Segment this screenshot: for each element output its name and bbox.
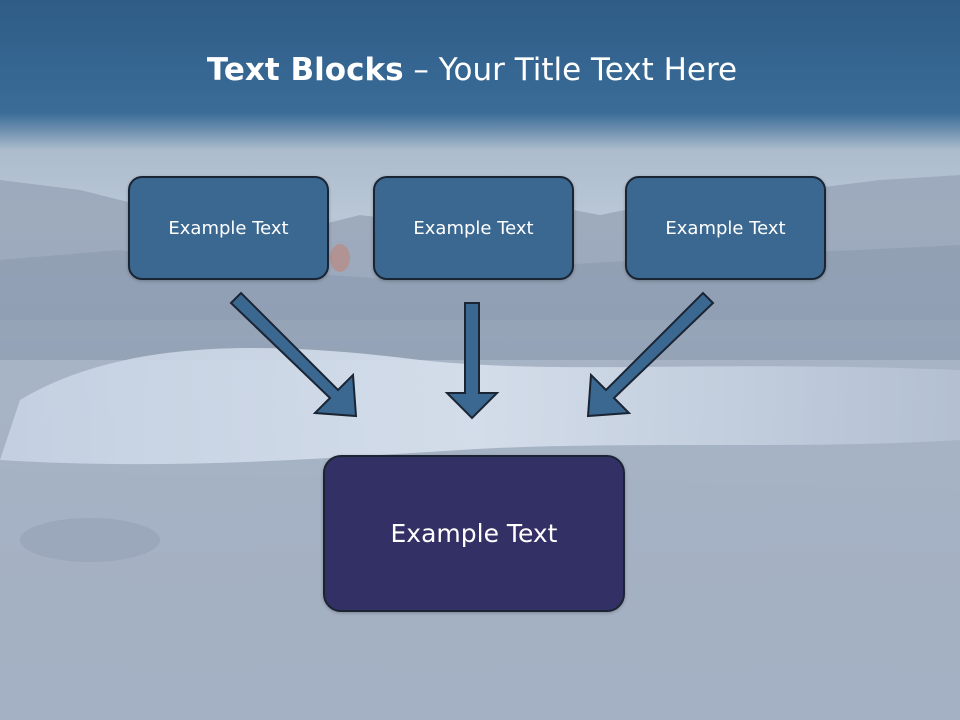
text-block-2[interactable]: Example Text <box>373 176 574 280</box>
text-block-2-label: Example Text <box>413 217 534 239</box>
main-text-block-label: Example Text <box>390 519 558 548</box>
text-block-3-label: Example Text <box>665 217 786 239</box>
text-block-1-label: Example Text <box>168 217 289 239</box>
page-title: Text Blocks – Your Title Text Here <box>0 52 944 88</box>
arrow-down-right <box>229 291 358 418</box>
title-rest-part: Your Title Text Here <box>438 52 738 88</box>
title-separator: – <box>403 52 439 88</box>
arrow-down-left <box>586 291 715 418</box>
main-text-block[interactable]: Example Text <box>323 455 625 612</box>
title-bold-part: Text Blocks <box>206 52 404 88</box>
text-block-3[interactable]: Example Text <box>625 176 826 280</box>
text-block-1[interactable]: Example Text <box>128 176 329 280</box>
arrow-down <box>444 302 500 420</box>
title-bar <box>0 0 960 150</box>
